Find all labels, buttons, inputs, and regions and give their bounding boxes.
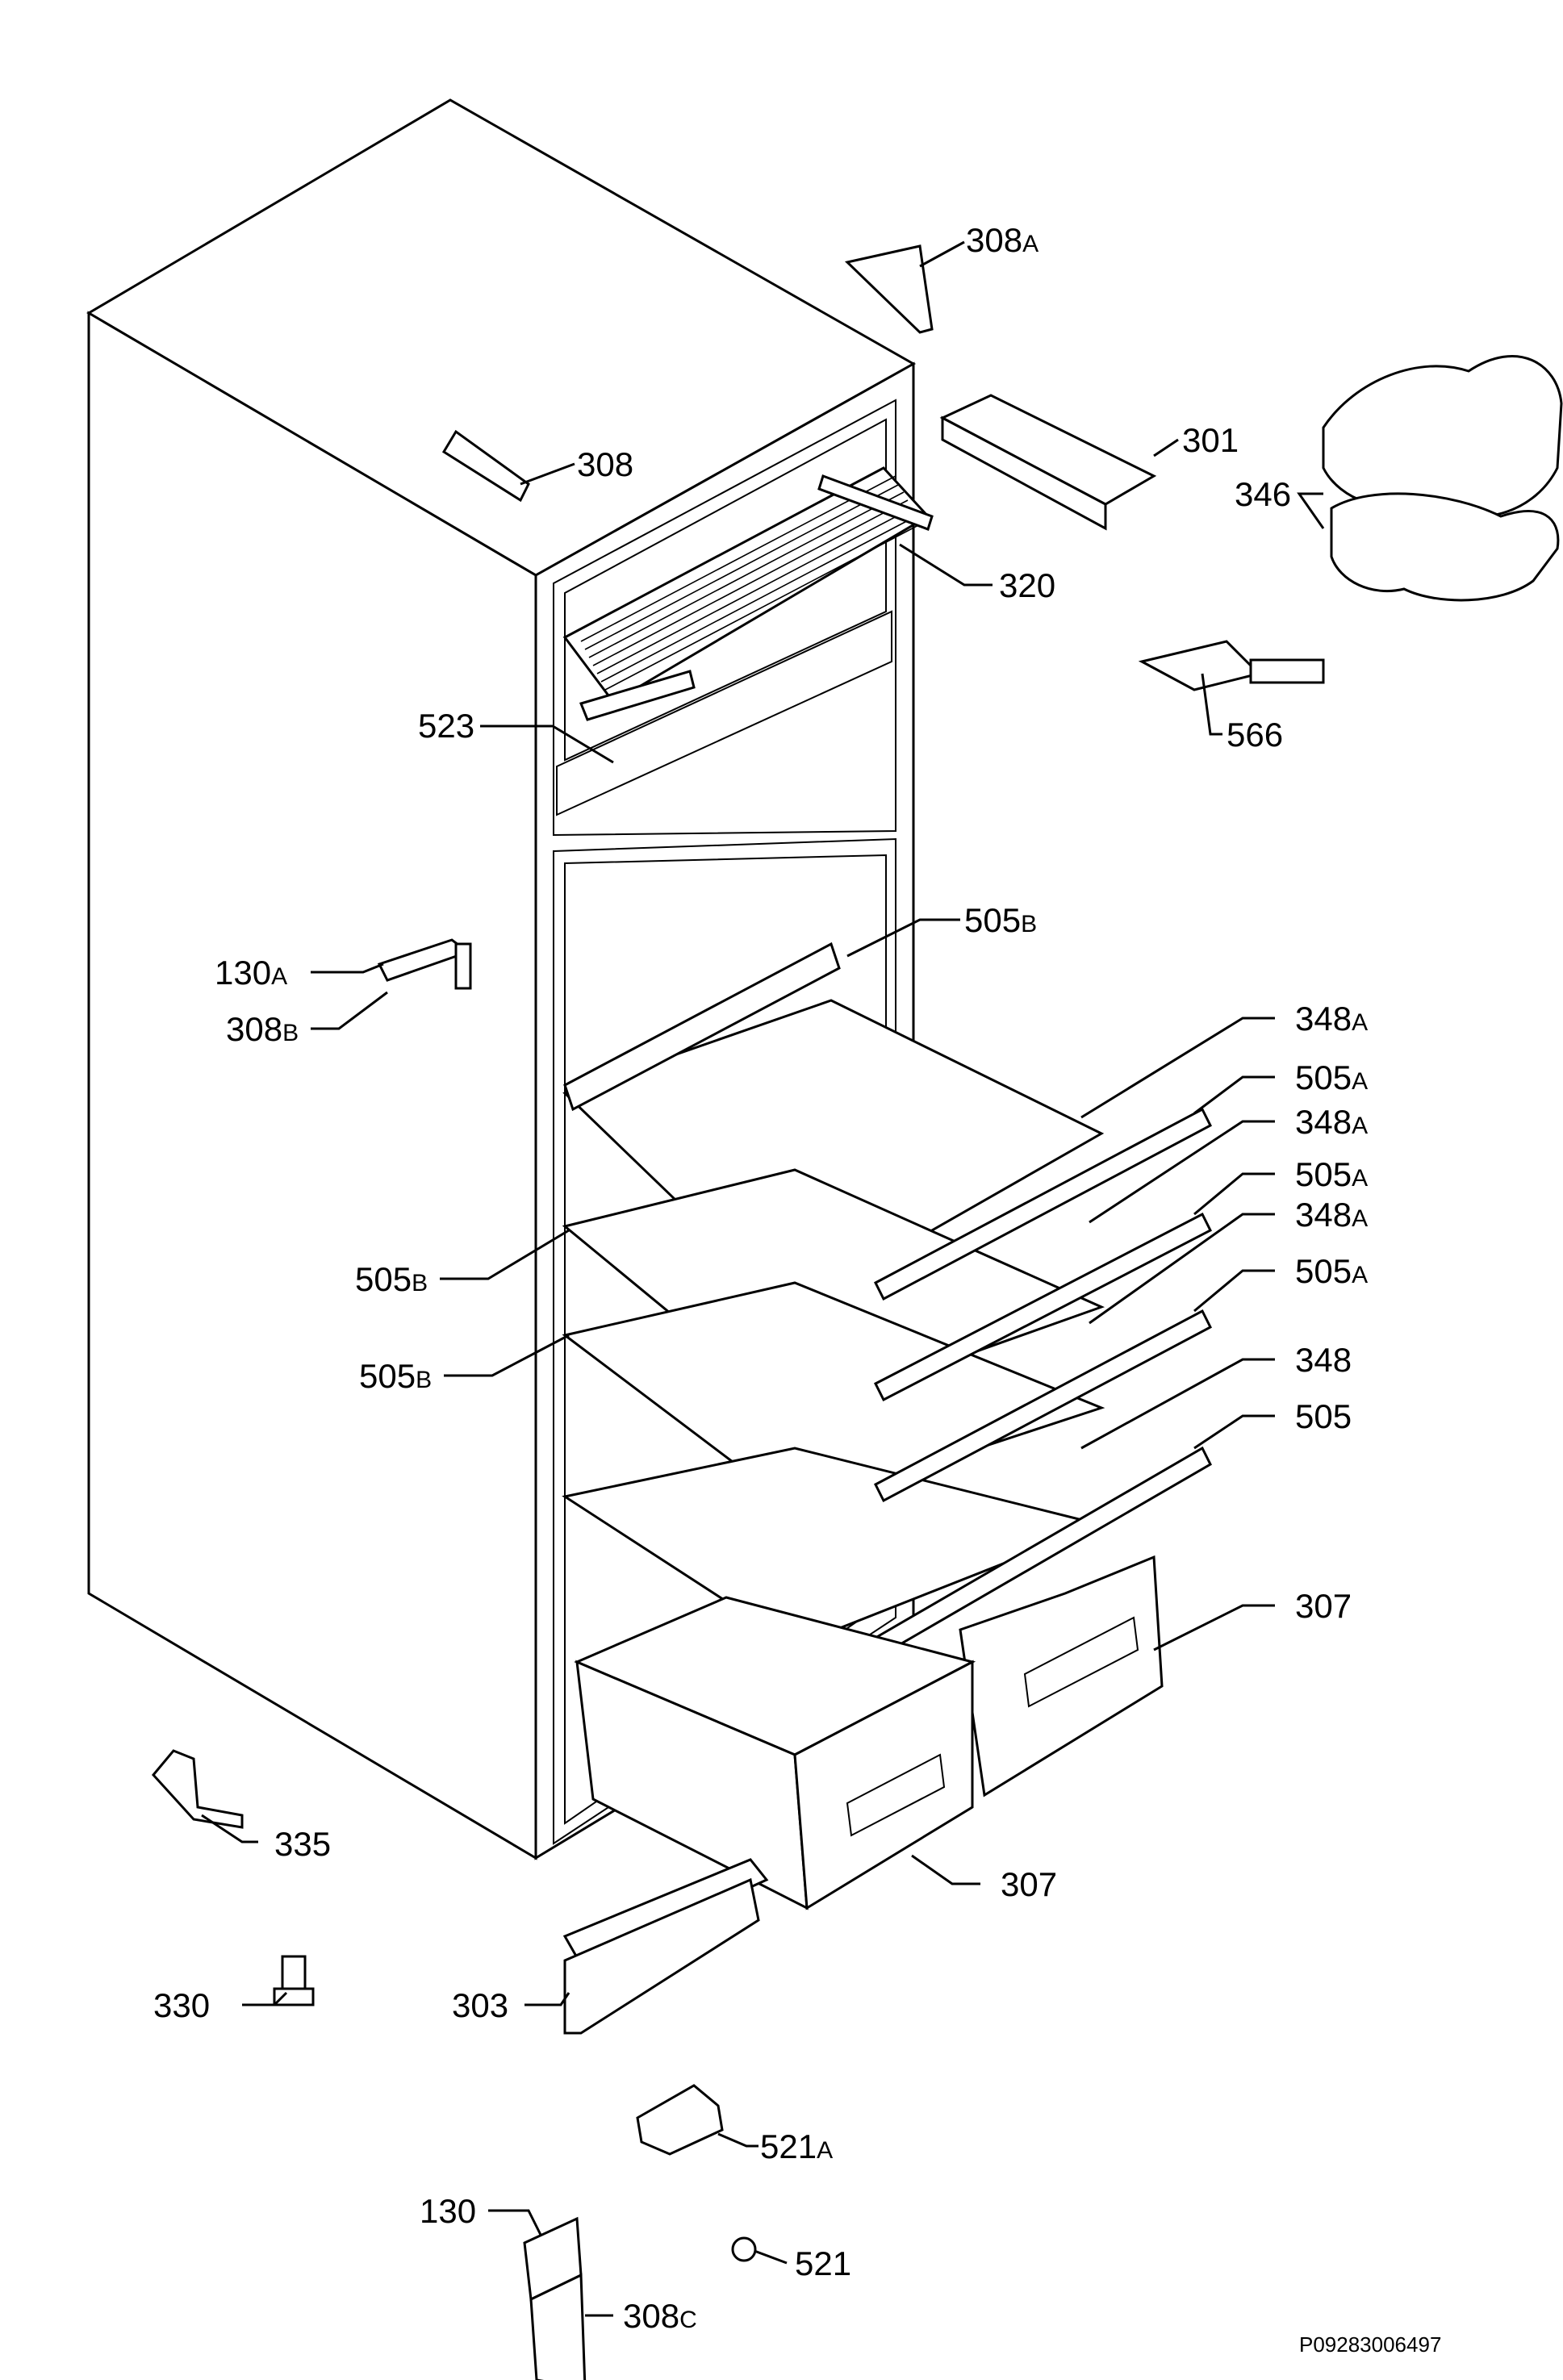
label-308c: 308C	[623, 2297, 697, 2335]
crisper-drawers	[574, 1555, 1164, 1910]
label-346: 346	[1235, 475, 1291, 513]
label-307-front: 307	[1001, 1865, 1057, 1903]
label-521a: 521A	[760, 2127, 833, 2165]
label-348: 348	[1295, 1341, 1352, 1379]
label-308a: 308A	[966, 221, 1039, 259]
label-523: 523	[418, 707, 474, 745]
part-labels: 308A 301 308 346 320 566 523 505B 130A 3…	[153, 221, 1441, 2357]
label-320: 320	[999, 566, 1055, 604]
label-505: 505	[1295, 1397, 1352, 1435]
glass-shelves	[562, 942, 1213, 1656]
label-521: 521	[795, 2244, 851, 2282]
loose-parts	[152, 244, 1563, 2380]
label-505a-2: 505A	[1295, 1155, 1368, 1193]
label-505b-2: 505B	[359, 1357, 432, 1395]
label-505a-1: 505A	[1295, 1058, 1368, 1096]
leader-lines	[201, 240, 1325, 2317]
label-301: 301	[1182, 421, 1239, 459]
label-308: 308	[577, 445, 633, 483]
label-330: 330	[153, 1986, 210, 2024]
label-130: 130	[420, 2192, 476, 2230]
label-303: 303	[452, 1986, 508, 2024]
toe-grille	[562, 1858, 769, 2035]
drawing-code: P09283006497	[1299, 2332, 1441, 2357]
label-566: 566	[1227, 716, 1283, 754]
label-505b-top: 505B	[964, 901, 1037, 939]
label-308b: 308B	[226, 1010, 299, 1048]
label-505b-1: 505B	[355, 1260, 428, 1298]
label-505a-3: 505A	[1295, 1252, 1368, 1290]
label-348a-3: 348A	[1295, 1196, 1368, 1234]
label-130a: 130A	[215, 954, 287, 992]
label-348a-1: 348A	[1295, 1000, 1368, 1038]
label-335: 335	[274, 1825, 331, 1863]
label-307-right: 307	[1295, 1587, 1352, 1625]
label-348a-2: 348A	[1295, 1103, 1368, 1141]
